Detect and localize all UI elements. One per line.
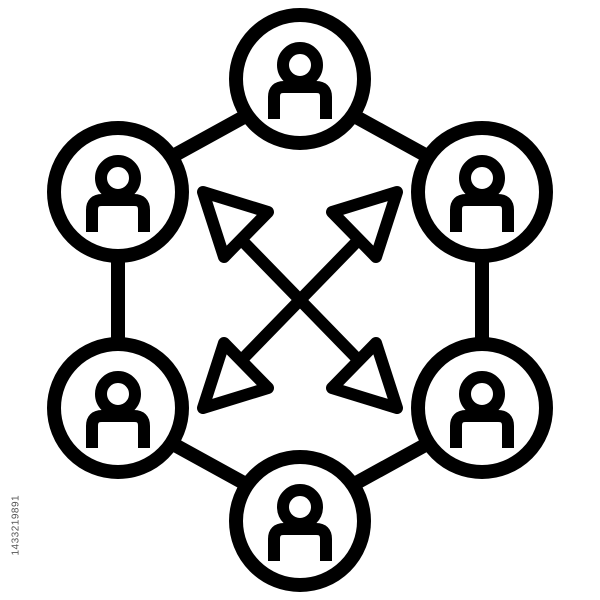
person-icon [54, 128, 182, 256]
stock-id-watermark: 1433219891 [10, 494, 22, 556]
arrowhead-bottom-left-icon [197, 337, 274, 414]
connection-lines [111, 111, 489, 489]
connection-line [351, 437, 434, 489]
arrowhead-top-left-icon [197, 186, 274, 263]
arrow-shaft [222, 220, 378, 380]
person-icon [54, 344, 182, 472]
connection-line [166, 111, 249, 163]
arrowhead-top-right-icon [326, 186, 403, 263]
person-icon [418, 128, 546, 256]
person-icon [418, 344, 546, 472]
connection-line [351, 111, 434, 163]
four-direction-arrows-icon [197, 186, 403, 414]
connection-line [166, 437, 249, 489]
person-icon [236, 15, 364, 143]
arrowhead-bottom-right-icon [326, 337, 403, 414]
person-icon [236, 457, 364, 585]
